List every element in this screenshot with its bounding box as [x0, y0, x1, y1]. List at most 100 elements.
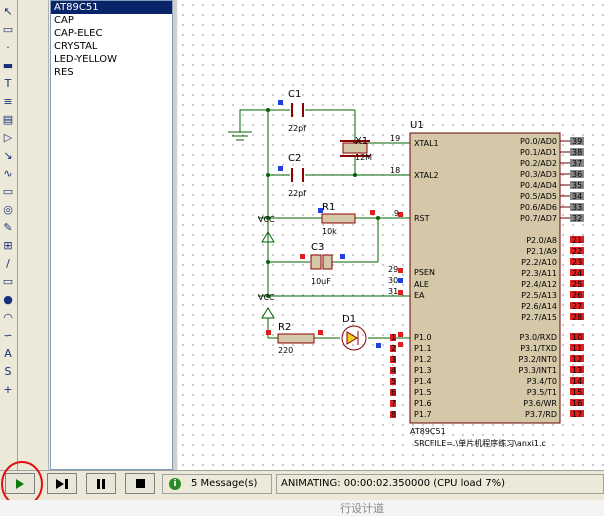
pin-label: P1.3	[414, 366, 432, 375]
pin-number: 31	[388, 287, 398, 296]
pin-number: 11	[572, 344, 582, 353]
pin-number: 14	[572, 377, 582, 386]
pin-number: 35	[572, 181, 582, 190]
bottom-text: 行设计道	[340, 502, 384, 515]
bus-icon[interactable]: ≡	[3, 94, 13, 108]
device-item[interactable]: AT89C51	[51, 1, 172, 14]
pin-label: P2.4/A12	[521, 280, 557, 289]
device-scrollbar[interactable]	[173, 0, 177, 470]
pause-button[interactable]	[86, 473, 116, 494]
device-item[interactable]: CRYSTAL	[54, 41, 98, 52]
pin-label: RST	[414, 214, 430, 223]
pin-label: P1.2	[414, 355, 432, 364]
pin-number: 27	[572, 302, 582, 311]
symbol-icon[interactable]: S	[4, 364, 12, 378]
c3-ref: C3	[311, 242, 324, 253]
play-icon	[16, 478, 24, 489]
pin-number: 39	[572, 137, 582, 146]
pin-number: 1	[391, 333, 396, 342]
pin-label: P2.0/A8	[526, 236, 557, 245]
pin-number: 34	[572, 192, 582, 201]
device-item[interactable]: CAP	[54, 15, 74, 26]
pin-label: P0.7/AD7	[520, 214, 557, 223]
schematic-svg: U1 AT89C51 SRCFILE=.\单片机程序练习\anxi1.c C1 …	[228, 89, 584, 448]
vcc-label: VCC	[258, 293, 275, 302]
src-file: SRCFILE=.\单片机程序练习\anxi1.c	[414, 438, 546, 448]
info-icon: i	[169, 478, 181, 490]
probe-icon[interactable]: ✎	[3, 220, 13, 234]
x1-value: 12M	[355, 153, 372, 162]
graph-icon[interactable]: ∿	[3, 166, 13, 180]
pin-label: P0.3/AD3	[520, 170, 557, 179]
stop-button[interactable]	[125, 473, 155, 494]
r2-value: 220	[278, 346, 293, 355]
pin-label: P3.1/TXD	[520, 344, 557, 353]
pin-label: P1.4	[414, 377, 432, 386]
text-icon[interactable]: T	[4, 76, 12, 90]
subcircuit-icon[interactable]: ▤	[2, 112, 14, 126]
line-icon[interactable]: /	[6, 256, 10, 270]
pin-number: 25	[572, 280, 582, 289]
marker-icon[interactable]: +	[3, 382, 13, 396]
pin-label: P2.6/A14	[521, 302, 557, 311]
toolbar-gap	[18, 0, 49, 470]
generator-icon[interactable]: ◎	[3, 202, 13, 216]
path-icon[interactable]: ∽	[3, 328, 13, 342]
device-item[interactable]: RES	[54, 67, 74, 78]
label-icon[interactable]: ▬	[2, 58, 14, 72]
pin-label: P3.3/INT1	[518, 366, 557, 375]
junction-icon[interactable]: ·	[6, 40, 10, 54]
box-icon[interactable]: ▭	[2, 274, 14, 288]
pin-number: 10	[572, 333, 582, 342]
c3-value: 10uF	[311, 277, 331, 286]
pin-label: P3.4/T0	[527, 377, 557, 386]
pin-number: 4	[391, 366, 396, 375]
pin-label: EA	[414, 291, 425, 300]
r1-ref: R1	[322, 202, 335, 213]
arc-icon[interactable]: ◠	[3, 310, 13, 324]
chip-name: AT89C51	[410, 427, 446, 436]
pin-number: 3	[391, 355, 396, 364]
pin-number: 32	[572, 214, 582, 223]
c2-value: 22pf	[288, 189, 306, 198]
c2-ref: C2	[288, 153, 301, 164]
pin-label: P1.5	[414, 388, 432, 397]
pin-label: P0.5/AD5	[520, 192, 557, 201]
pin-number: 12	[572, 355, 582, 364]
schematic-canvas[interactable]: U1 AT89C51 SRCFILE=.\单片机程序练习\anxi1.c C1 …	[178, 0, 604, 470]
chip-ref: U1	[410, 120, 424, 131]
pin-number: 9	[394, 209, 399, 218]
pin-label: P3.6/WR	[523, 399, 557, 408]
pin-label: P3.2/INT0	[518, 355, 557, 364]
pause-icon	[96, 478, 106, 489]
pin-number: 29	[388, 265, 398, 274]
device-item[interactable]: LED-YELLOW	[54, 54, 117, 65]
device-list[interactable]: AT89C51 CAP CAP-ELEC CRYSTAL LED-YELLOW …	[50, 0, 173, 470]
chip-body[interactable]	[409, 132, 561, 424]
pointer-icon[interactable]: ↖	[3, 4, 13, 18]
pin-number: 13	[572, 366, 582, 375]
pin-number: 22	[572, 247, 582, 256]
terminal-icon[interactable]: ▷	[3, 130, 13, 144]
pin-number: 36	[572, 170, 582, 179]
step-button[interactable]	[47, 473, 77, 494]
pin-icon[interactable]: ↘	[3, 148, 13, 162]
d1-ref: D1	[342, 314, 356, 325]
component-icon[interactable]: ▭	[2, 22, 14, 36]
messages-panel[interactable]: i 5 Message(s)	[162, 474, 272, 494]
vcc-label: VCC	[258, 215, 275, 224]
circle-icon[interactable]: ●	[3, 292, 13, 306]
tape-icon[interactable]: ▭	[2, 184, 14, 198]
pin-number: 38	[572, 148, 582, 157]
pin-number: 5	[391, 377, 396, 386]
x1-ref: X1	[355, 136, 368, 147]
pin-number: 33	[572, 203, 582, 212]
instrument-icon[interactable]: ⊞	[3, 238, 13, 252]
play-button[interactable]	[5, 473, 35, 494]
animation-status: ANIMATING: 00:00:02.350000 (CPU load 7%)	[276, 474, 604, 494]
device-item[interactable]: CAP-ELEC	[54, 28, 103, 39]
pin-number: 24	[572, 269, 582, 278]
pin-number: 17	[572, 410, 582, 419]
text-tool-icon[interactable]: A	[4, 346, 12, 360]
